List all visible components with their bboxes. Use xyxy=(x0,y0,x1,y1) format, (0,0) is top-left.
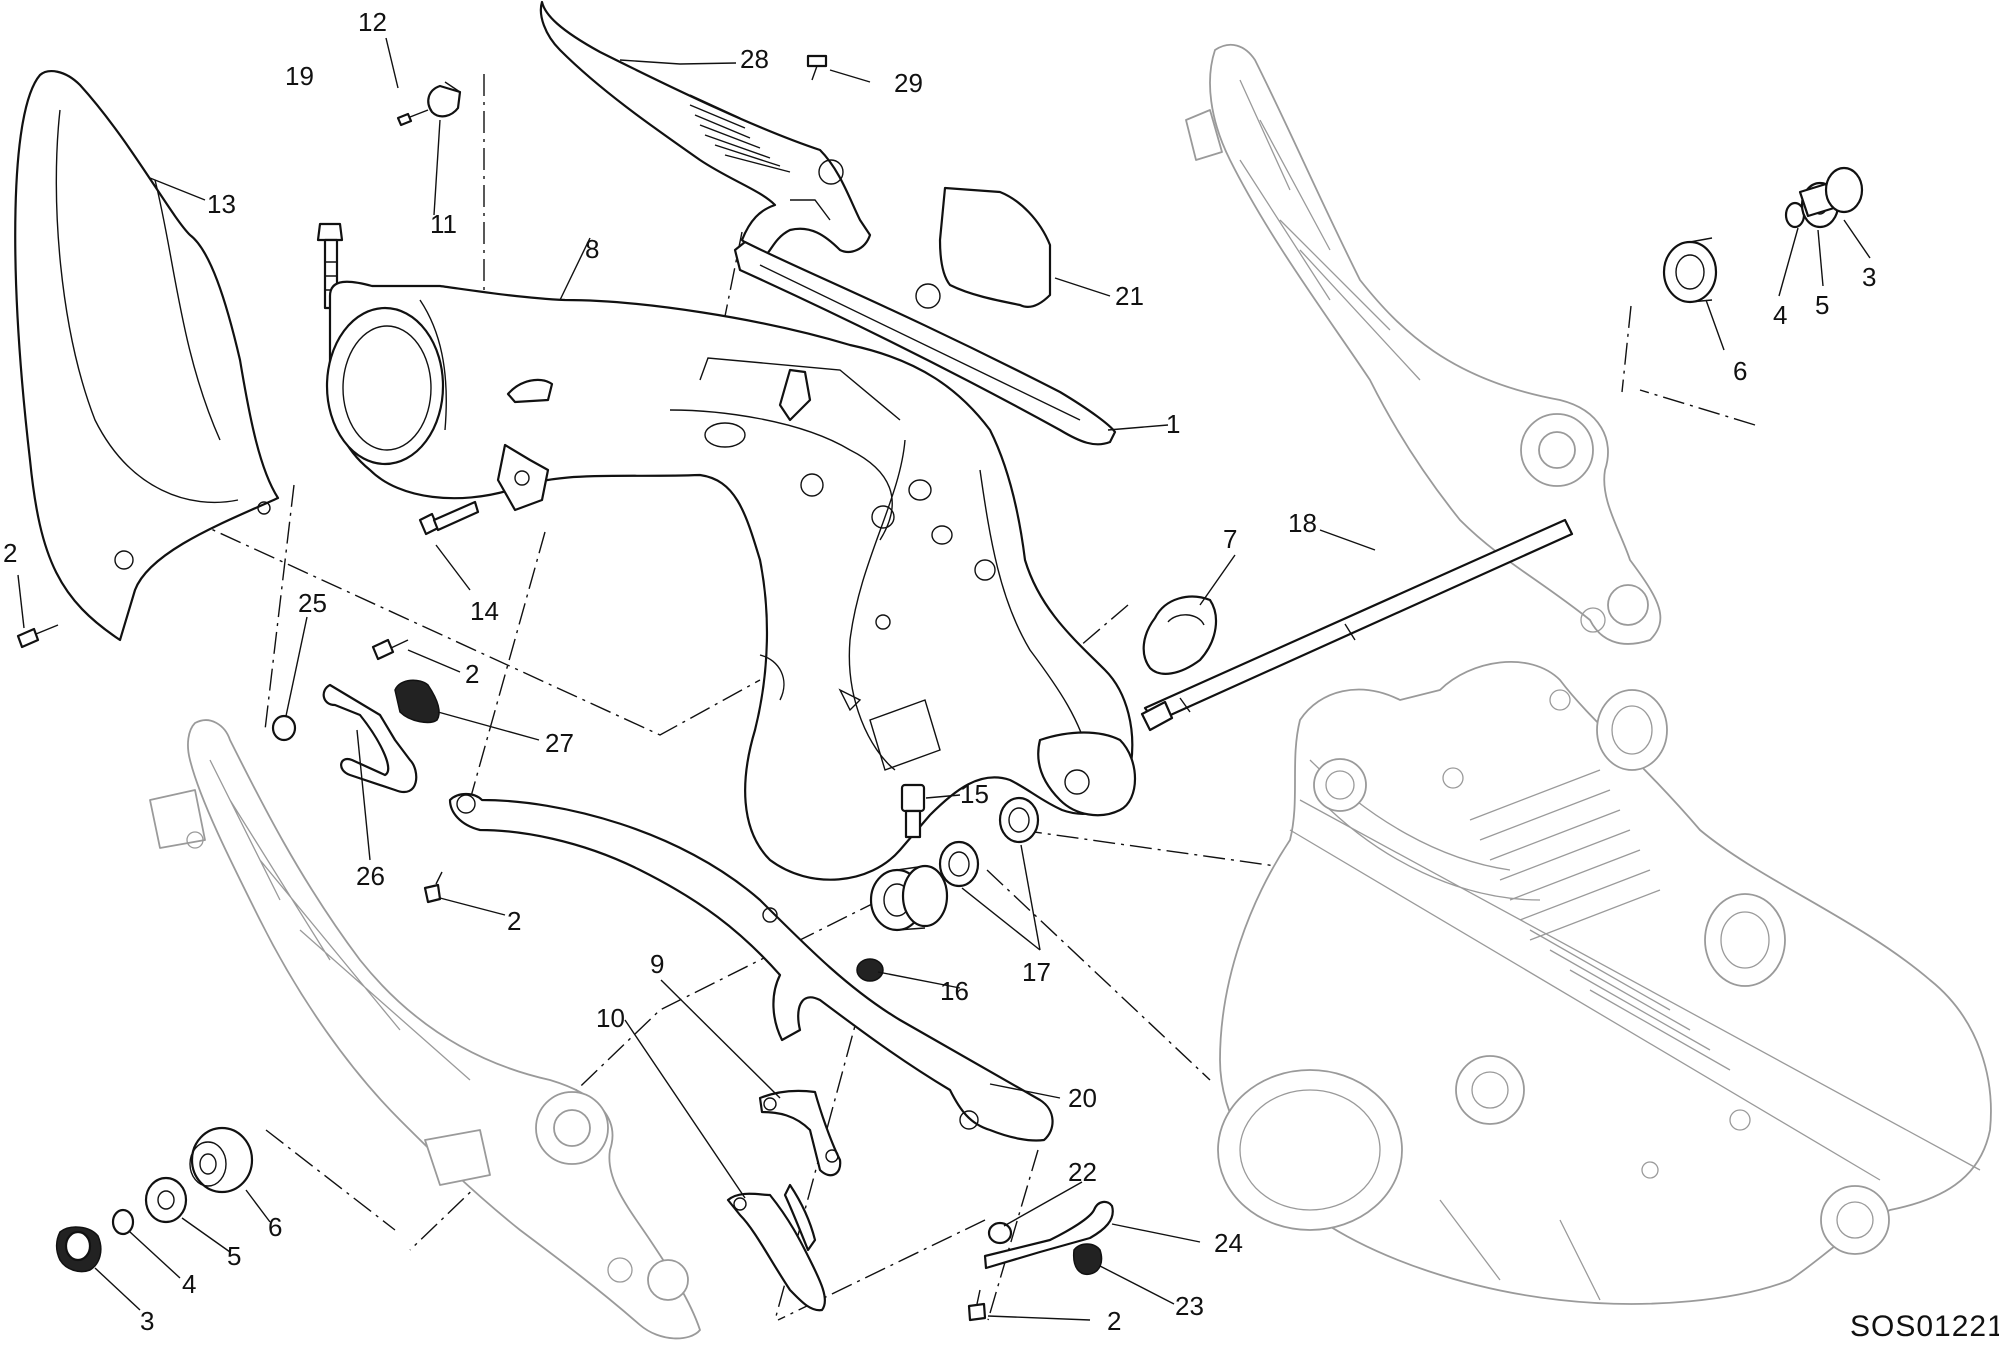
bolt-3-right xyxy=(1798,166,1864,218)
bracket-10 xyxy=(726,1183,827,1312)
callout-4-left: 4 xyxy=(182,1269,196,1299)
callout-28: 28 xyxy=(740,44,769,74)
callout-22: 22 xyxy=(1068,1157,1097,1187)
callout-29: 29 xyxy=(894,68,923,98)
clip-24 xyxy=(983,1200,1114,1270)
rear-mudguard xyxy=(14,70,280,642)
cap-7 xyxy=(1142,595,1217,675)
washer-17-b xyxy=(938,840,980,888)
washer-17-a xyxy=(998,796,1040,844)
callout-21: 21 xyxy=(1115,281,1144,311)
callout-23: 23 xyxy=(1175,1291,1204,1321)
pivot-bush xyxy=(869,864,949,932)
callout-5-left: 5 xyxy=(227,1241,241,1271)
grommet-22 xyxy=(987,1221,1013,1245)
callout-8: 8 xyxy=(585,234,599,264)
callout-6-left: 6 xyxy=(268,1212,282,1242)
bolt-14 xyxy=(418,500,480,536)
callout-7: 7 xyxy=(1223,524,1237,554)
screw-2-lower xyxy=(423,871,443,904)
callout-6-right: 6 xyxy=(1733,356,1747,386)
nut-16 xyxy=(856,958,884,982)
chain-guard-upper xyxy=(539,0,872,257)
callout-24: 24 xyxy=(1214,1228,1243,1258)
callout-9: 9 xyxy=(650,949,664,979)
screw-29 xyxy=(806,54,828,81)
clip-11 xyxy=(427,81,462,118)
callout-19: 19 xyxy=(285,61,314,91)
callout-25: 25 xyxy=(298,588,327,618)
callout-15: 15 xyxy=(960,779,989,809)
bracket-9 xyxy=(758,1089,842,1177)
callouts: 28 29 12 19 11 13 8 21 1 3 5 4 6 2 14 7 … xyxy=(3,7,1876,1336)
callout-2-lower-guard: 2 xyxy=(507,906,521,936)
callout-18: 18 xyxy=(1288,508,1317,538)
screw-12 xyxy=(396,109,429,127)
callout-16: 16 xyxy=(940,976,969,1006)
callout-2-far-left: 2 xyxy=(3,538,17,568)
frame-bracket-right xyxy=(1185,43,1662,645)
grommet-25 xyxy=(271,714,297,742)
callout-1: 1 xyxy=(1166,409,1180,439)
bolt-3-left xyxy=(55,1226,102,1273)
frame-bracket-left xyxy=(149,719,701,1340)
callout-4-right: 4 xyxy=(1773,300,1787,330)
bush-6-right xyxy=(1662,237,1718,304)
washer-5-left xyxy=(144,1176,188,1224)
callout-11: 11 xyxy=(430,209,457,239)
chain-slider xyxy=(733,240,1117,446)
clip-26 xyxy=(322,683,418,794)
drawing-code: SOS01221 xyxy=(1850,1310,1999,1343)
callout-17: 17 xyxy=(1022,957,1051,987)
chain-guard-lower xyxy=(448,792,1054,1142)
screw-2-mid xyxy=(371,638,409,661)
screw-2-left xyxy=(16,624,59,649)
grommet-23 xyxy=(1072,1243,1103,1276)
callout-3-left: 3 xyxy=(140,1306,154,1336)
callout-27: 27 xyxy=(545,728,574,758)
screw-2-bottom xyxy=(967,1289,987,1322)
callout-13: 13 xyxy=(207,189,236,219)
pivot-shaft-18 xyxy=(1140,518,1574,732)
callout-14: 14 xyxy=(470,596,499,626)
callout-26: 26 xyxy=(356,861,385,891)
callout-3-right: 3 xyxy=(1862,262,1876,292)
callout-12: 12 xyxy=(358,7,387,37)
bolt-15 xyxy=(900,783,926,839)
callout-2-upper-clip: 2 xyxy=(465,659,479,689)
engine xyxy=(1217,661,1992,1305)
sticker-21 xyxy=(938,186,1052,309)
callout-10: 10 xyxy=(596,1003,625,1033)
bush-6-left xyxy=(189,1126,254,1194)
washer-4-left xyxy=(111,1208,135,1236)
callout-5-right: 5 xyxy=(1815,290,1829,320)
swingarm xyxy=(325,280,1137,881)
callout-20: 20 xyxy=(1068,1083,1097,1113)
grommet-27 xyxy=(394,679,440,724)
leader-lines xyxy=(17,37,1871,1321)
callout-2-bottom: 2 xyxy=(1107,1306,1121,1336)
